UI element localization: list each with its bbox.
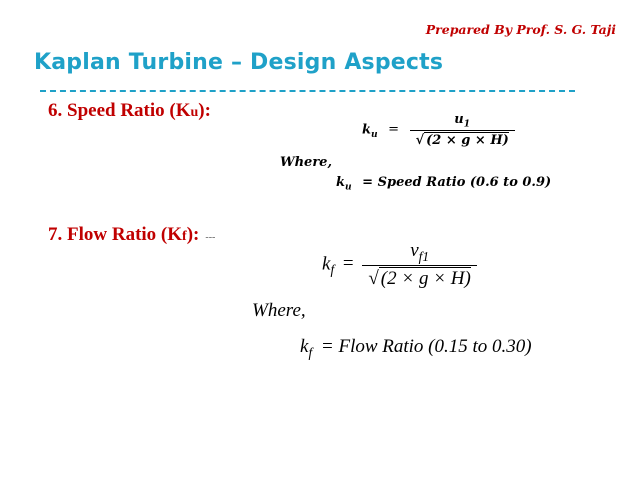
flow-ratio-heading-end: ): bbox=[186, 224, 200, 245]
flow-numerator: vf1 bbox=[404, 240, 435, 265]
speed-where: Where, bbox=[280, 155, 332, 170]
title-divider bbox=[40, 90, 575, 92]
flow-equals: = bbox=[342, 253, 354, 275]
speed-numerator-sub: 1 bbox=[463, 118, 471, 130]
speed-denominator-text: (2 × g × H) bbox=[424, 131, 509, 148]
sqrt-icon: √ bbox=[368, 267, 379, 289]
flow-definition: kf = Flow Ratio (0.15 to 0.30) bbox=[300, 336, 532, 361]
speed-ratio-heading-end: ): bbox=[198, 100, 211, 121]
flow-def-text: = Flow Ratio (0.15 to 0.30) bbox=[320, 336, 532, 357]
flow-ratio-heading: 7. Flow Ratio (Kf): --- bbox=[48, 224, 215, 246]
page-title: Kaplan Turbine – Design Aspects bbox=[34, 50, 444, 75]
speed-def-lhs-sub: u bbox=[345, 181, 352, 193]
flow-lhs: k bbox=[322, 253, 331, 275]
speed-denominator: √(2 × g × H) bbox=[409, 129, 515, 148]
flow-numerator-text: v bbox=[410, 240, 419, 261]
sqrt-icon: √ bbox=[415, 132, 425, 148]
speed-lhs-sub: u bbox=[371, 128, 378, 140]
flow-fraction: vf1 √(2 × g × H) bbox=[362, 240, 477, 290]
speed-ratio-heading-text: 6. Speed Ratio (K bbox=[48, 100, 191, 121]
flow-lhs-sub: f bbox=[330, 262, 335, 278]
flow-ratio-heading-tail: --- bbox=[205, 232, 216, 243]
speed-numerator: u1 bbox=[448, 112, 476, 130]
flow-ratio-heading-text: 7. Flow Ratio (K bbox=[48, 224, 183, 245]
speed-def-text: = Speed Ratio (0.6 to 0.9) bbox=[362, 175, 552, 190]
speed-numerator-text: u bbox=[454, 112, 464, 127]
flow-def-lhs-sub: f bbox=[308, 344, 313, 360]
speed-def-lhs: k bbox=[336, 175, 346, 190]
flow-denominator-text: (2 × g × H) bbox=[378, 266, 471, 289]
speed-fraction: u1 √(2 × g × H) bbox=[409, 112, 515, 148]
flow-numerator-sub: f1 bbox=[418, 248, 429, 264]
flow-def-lhs: k bbox=[300, 336, 309, 357]
speed-equals: = bbox=[388, 122, 400, 138]
flow-ratio-formula: kf = vf1 √(2 × g × H) bbox=[322, 240, 477, 290]
speed-ratio-formula: ku = u1 √(2 × g × H) bbox=[362, 112, 515, 148]
author-credit: Prepared By Prof. S. G. Taji bbox=[425, 22, 616, 37]
speed-lhs: k bbox=[362, 122, 372, 138]
flow-denominator: √(2 × g × H) bbox=[362, 264, 477, 290]
speed-ratio-heading: 6. Speed Ratio (Ku): bbox=[48, 100, 211, 122]
speed-definition: ku = Speed Ratio (0.6 to 0.9) bbox=[336, 175, 551, 193]
flow-ratio-heading-sub: f bbox=[182, 229, 187, 244]
speed-ratio-heading-sub: u bbox=[190, 105, 199, 120]
flow-where: Where, bbox=[252, 300, 306, 321]
